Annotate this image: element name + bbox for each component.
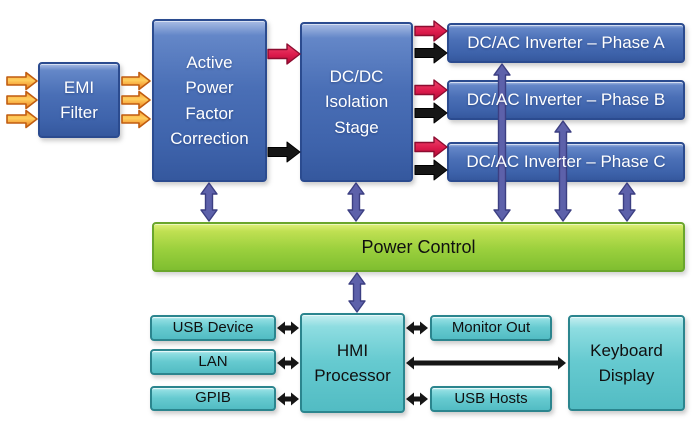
- lan-label: LAN: [198, 352, 228, 370]
- block-dcdc-isolation-stage: DC/DC Isolation Stage: [300, 22, 413, 182]
- arrow-apfc-to-dcdc-power: [267, 43, 301, 65]
- block-power-control: Power Control: [152, 222, 685, 272]
- block-active-power-factor-correction: Active Power Factor Correction: [152, 19, 267, 182]
- arrow-apfc-power-control: [200, 182, 218, 222]
- inverter-phase-c-label: DC/AC Inverter – Phase C: [466, 152, 666, 172]
- keyboard-display-label: Keyboard Display: [590, 340, 663, 386]
- block-inverter-phase-a: DC/AC Inverter – Phase A: [447, 23, 685, 63]
- arrow-apfc-to-dcdc-aux: [267, 141, 301, 163]
- arrow-dcdc-power-control: [347, 182, 365, 222]
- arrow-dcdc-to-phase-b-power: [414, 79, 448, 101]
- arrow-dcdc-to-phase-b-aux: [414, 102, 448, 124]
- arrow-usb-device-hmi: [277, 321, 299, 335]
- arrow-dcdc-to-phase-a-power: [414, 20, 448, 42]
- block-keyboard-display: Keyboard Display: [568, 315, 685, 411]
- arrow-power-control-hmi: [348, 272, 366, 313]
- apfc-label: Active Power Factor Correction: [170, 52, 249, 149]
- arrow-dcdc-to-phase-c-power: [414, 136, 448, 158]
- block-inverter-phase-b: DC/AC Inverter – Phase B: [447, 80, 685, 120]
- arrow-hmi-usb-hosts: [406, 392, 428, 406]
- arrow-hmi-monitor-out: [406, 321, 428, 335]
- block-inverter-phase-c: DC/AC Inverter – Phase C: [447, 142, 685, 182]
- arrow-lan-hmi: [277, 356, 299, 370]
- arrow-hmi-keyboard-display: [406, 356, 566, 370]
- block-usb-device: USB Device: [150, 315, 276, 341]
- arrow-dcdc-to-phase-c-aux: [414, 159, 448, 181]
- usb-hosts-label: USB Hosts: [454, 389, 528, 407]
- block-emi-filter: EMI Filter: [38, 62, 120, 138]
- block-monitor-out: Monitor Out: [430, 315, 552, 341]
- arrow-ac-input-2: [6, 90, 38, 110]
- arrow-phase-c-power-control: [618, 182, 636, 222]
- arrow-emi-to-apfc-2: [121, 90, 151, 110]
- inverter-phase-a-label: DC/AC Inverter – Phase A: [467, 33, 665, 53]
- arrow-ac-input-3: [6, 109, 38, 129]
- arrow-gpib-hmi: [277, 392, 299, 406]
- monitor-out-label: Monitor Out: [451, 318, 531, 336]
- arrow-ac-input-1: [6, 71, 38, 91]
- inverter-phase-b-label: DC/AC Inverter – Phase B: [466, 90, 666, 110]
- block-lan: LAN: [150, 349, 276, 375]
- block-usb-hosts: USB Hosts: [430, 386, 552, 412]
- block-gpib: GPIB: [150, 386, 276, 411]
- hmi-processor-label: HMI Processor: [314, 340, 391, 386]
- block-hmi-processor: HMI Processor: [300, 313, 405, 413]
- power-control-label: Power Control: [361, 236, 476, 257]
- dcdc-isolation-label: DC/DC Isolation Stage: [324, 66, 389, 137]
- gpib-label: GPIB: [195, 389, 231, 407]
- arrow-emi-to-apfc-1: [121, 71, 151, 91]
- emi-filter-label: EMI Filter: [60, 77, 98, 123]
- arrow-emi-to-apfc-3: [121, 109, 151, 129]
- usb-device-label: USB Device: [172, 318, 254, 336]
- arrow-dcdc-to-phase-a-aux: [414, 42, 448, 64]
